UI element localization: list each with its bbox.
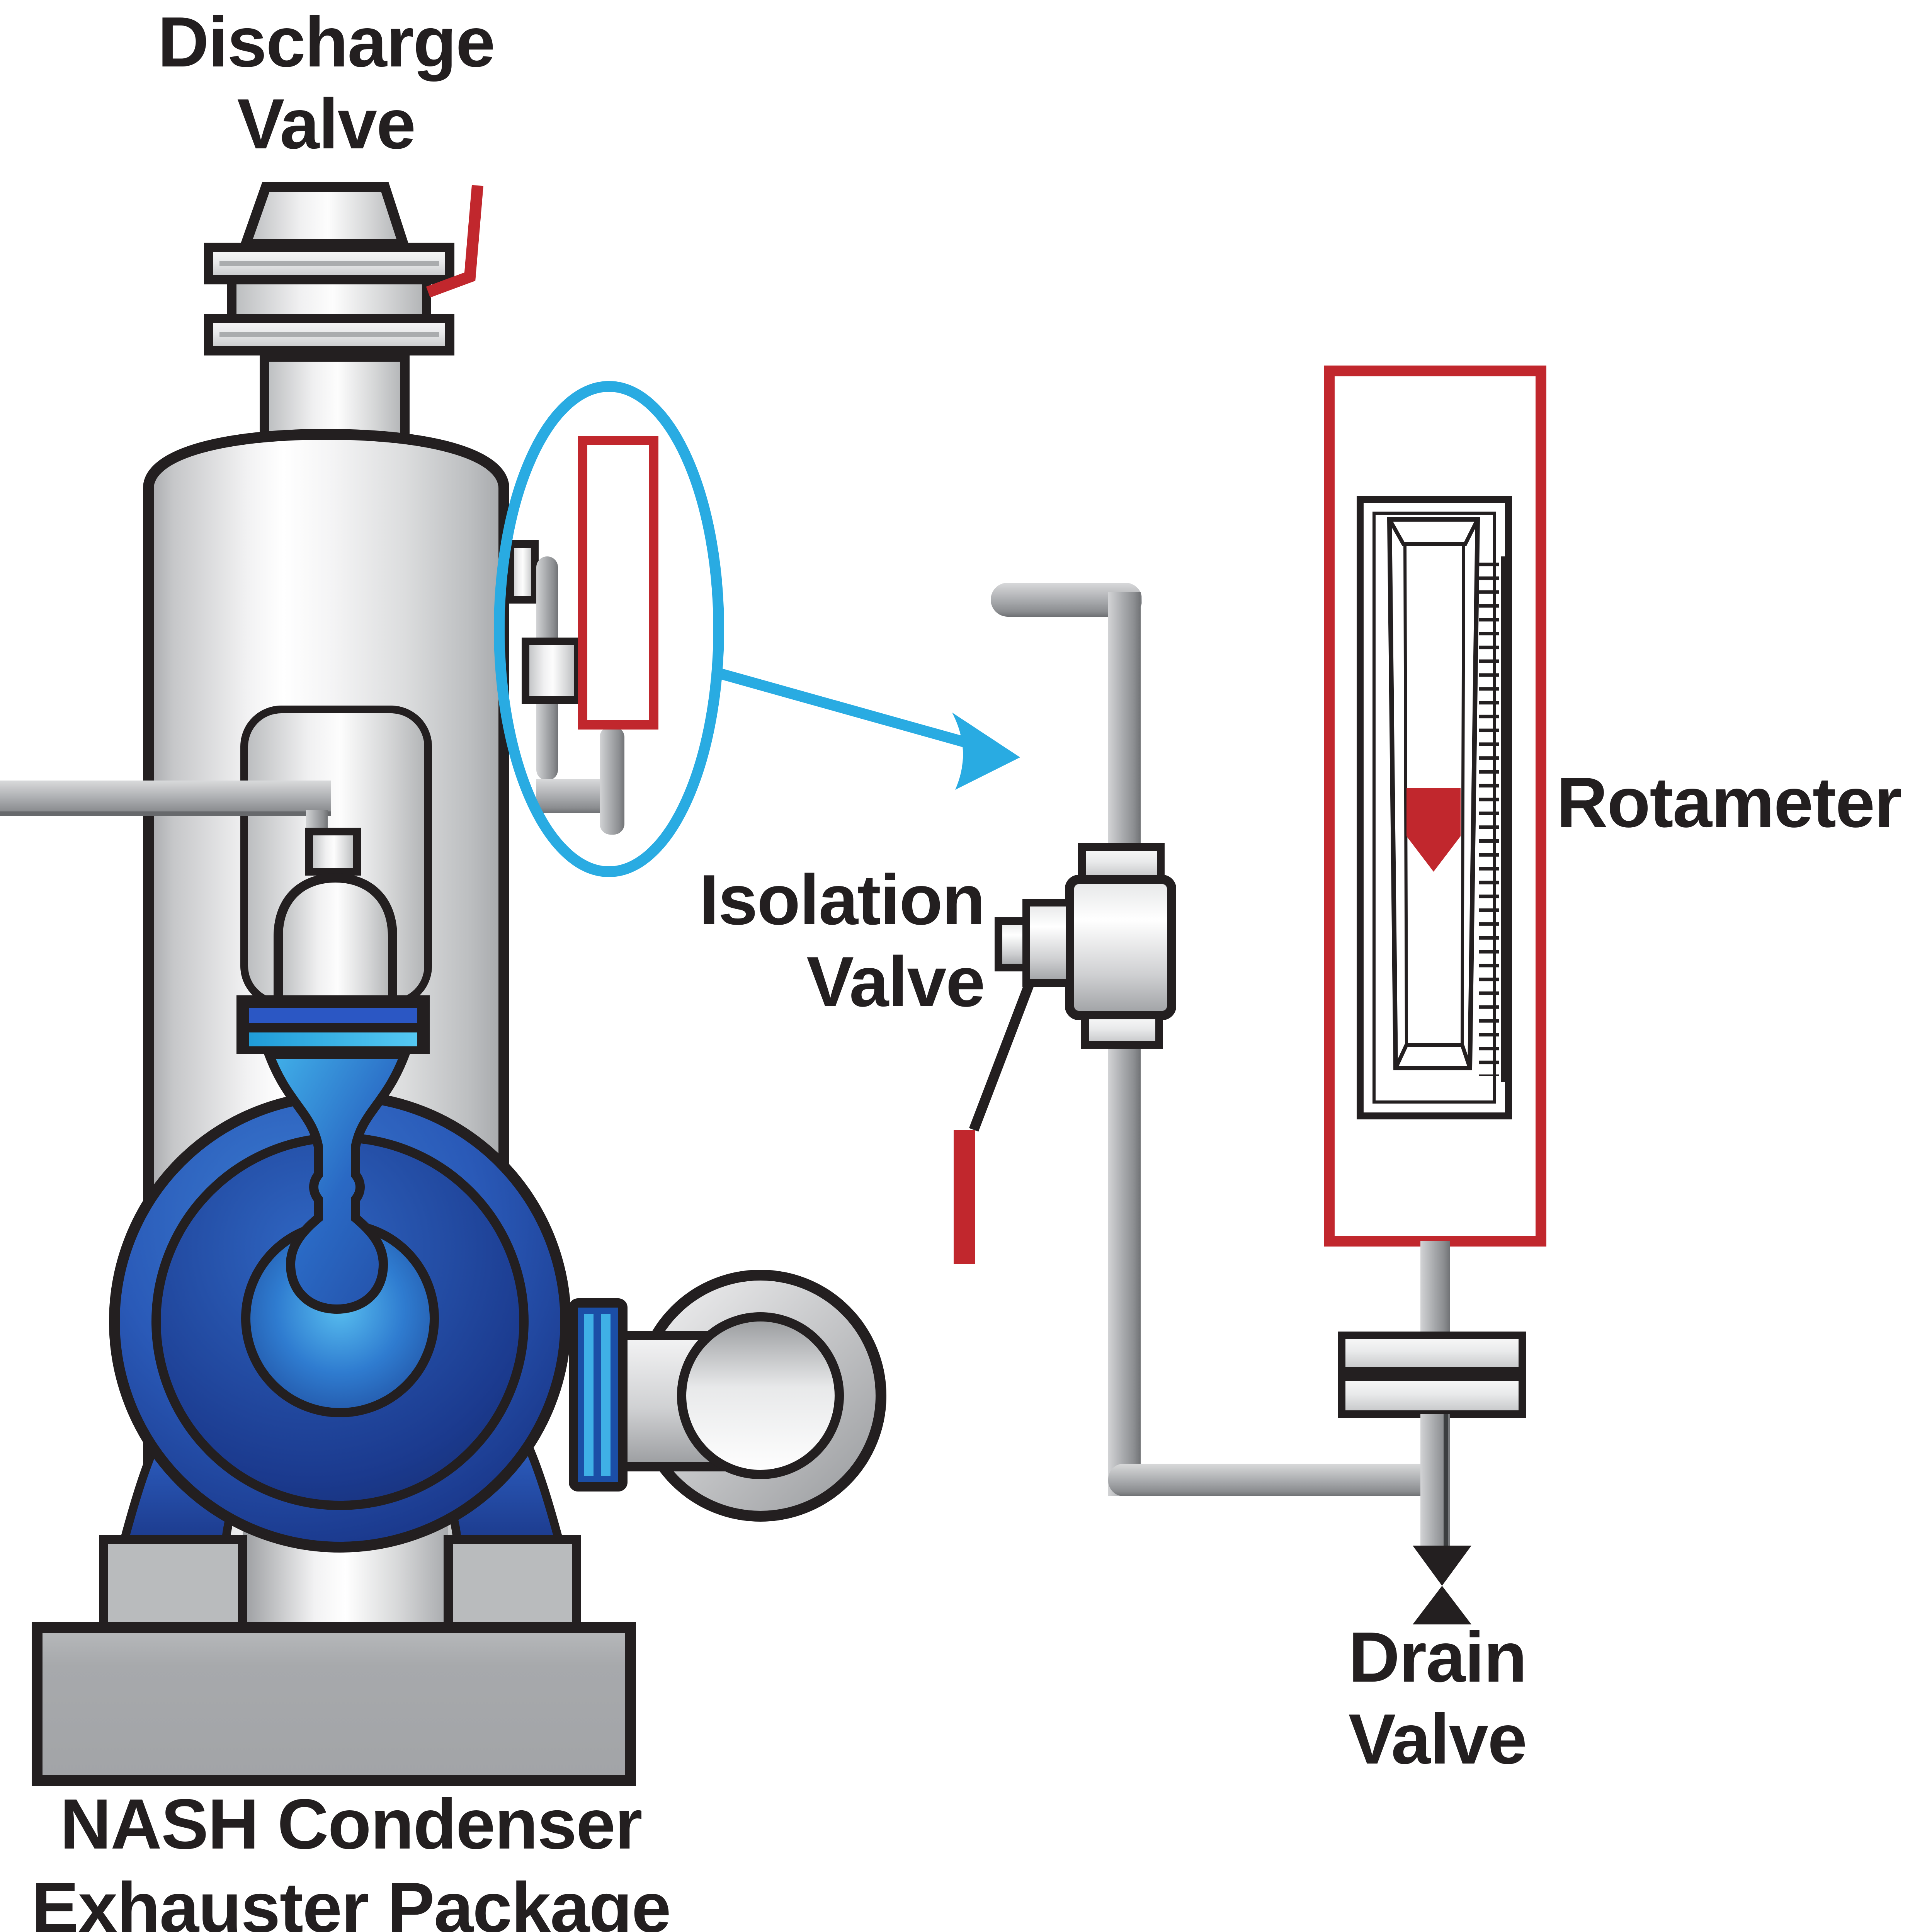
sight-glass-callout [494, 381, 1020, 877]
label-isolation-valve: Isolation Valve [649, 859, 986, 1023]
label-line: Valve [806, 941, 985, 1022]
vacuum-pump [99, 995, 886, 1634]
arrow-icon [952, 713, 1020, 790]
discharge-valve [204, 182, 483, 451]
label-package: NASH Condenser Exhauster Package [19, 1782, 683, 1932]
valve-body-cylinder [227, 275, 431, 323]
highlight-rect [578, 436, 658, 730]
rotameter-float [1406, 788, 1461, 872]
drain-run-pipe [1108, 1464, 1445, 1496]
isolation-valve [954, 583, 1445, 1496]
isolation-valve-stub [995, 917, 1030, 971]
drain-line [1338, 1241, 1526, 1624]
isolation-valve-flange-top [1078, 843, 1165, 883]
label-line: Discharge [158, 2, 495, 82]
label-line: Valve [1348, 1699, 1527, 1779]
discharge-flange [569, 1298, 628, 1492]
isolation-pipe-top [991, 583, 1142, 617]
drain-flange-lower [1338, 1373, 1526, 1418]
separator-cap [305, 828, 361, 876]
isolation-valve-stem [1022, 899, 1073, 987]
label-line: Valve [237, 83, 416, 164]
tank-outline [143, 429, 509, 1632]
label-line: NASH Condenser [60, 1784, 643, 1864]
inlet-pipe [0, 781, 331, 844]
pump-inlet-funnel [262, 1049, 412, 1314]
separator-dome [274, 873, 397, 1006]
isolation-valve-flange-bottom [1081, 1012, 1163, 1049]
rotameter-scale-ticks [1479, 563, 1502, 1076]
rotameter [1324, 366, 1546, 1247]
gauge-pipe-stub [600, 726, 624, 835]
internal-separator [274, 828, 397, 1006]
label-line: Exhauster Package [31, 1867, 671, 1932]
valve-handle-icon [426, 185, 483, 298]
label-line: Drain [1348, 1617, 1527, 1697]
isolation-valve-handle-grip [954, 1130, 975, 1264]
callout-ellipse [494, 381, 724, 877]
label-discharge-valve: Discharge Valve [148, 2, 504, 165]
discharge-elbow-mouth [677, 1312, 844, 1479]
base-plate [32, 1622, 636, 1786]
gauge-fitting-block [522, 638, 582, 704]
label-rotameter: Rotameter [1556, 762, 1902, 842]
tank-nozzle [506, 540, 539, 604]
valve-bonnet-cap [238, 182, 410, 249]
label-line: Isolation [699, 859, 986, 940]
isolation-valve-body [1065, 875, 1176, 1020]
drain-valve-icon [1413, 1546, 1471, 1624]
label-drain-valve: Drain Valve [1306, 1617, 1569, 1781]
isolation-valve-handle [969, 978, 1036, 1132]
pump-foot-left [99, 1535, 247, 1634]
pump-foot-right [444, 1535, 581, 1634]
isolation-pipe-down [1108, 1042, 1141, 1496]
drain-flange-upper [1338, 1332, 1526, 1375]
callout-connector [714, 667, 988, 753]
